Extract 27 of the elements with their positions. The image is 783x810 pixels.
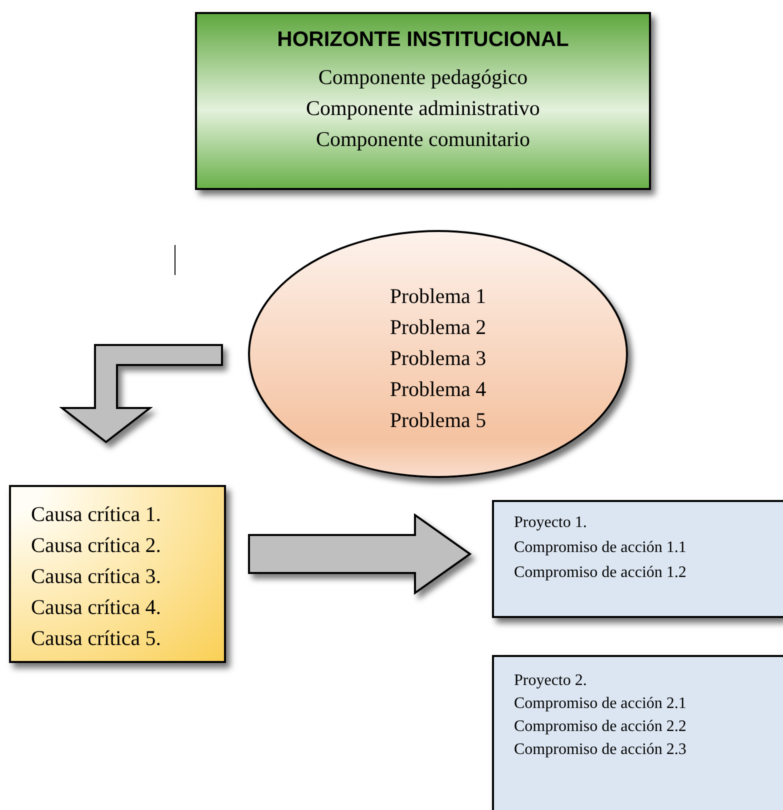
block-arrow	[59, 344, 223, 444]
item-text: Causa crítica 2.	[31, 532, 162, 559]
item-text: Compromiso de acción 2.2	[514, 717, 688, 737]
item-text: Problema 5	[390, 406, 486, 434]
block-arrow	[248, 513, 472, 595]
title-box	[195, 12, 651, 190]
heading: HORIZONTE INSTITUCIONAL	[277, 27, 569, 53]
item-text: Problema 1	[390, 282, 486, 310]
item-text: Compromiso de acción 2.1	[514, 694, 688, 714]
item-text: Componente administrativo	[306, 95, 540, 122]
item-text: Problema 3	[390, 344, 486, 372]
item-text: Causa crítica 4.	[31, 594, 162, 621]
item-text: Problema 4	[390, 376, 486, 402]
item-text: Causa crítica 5.	[31, 625, 162, 652]
item-text: Causa crítica 1.	[31, 501, 162, 528]
item-text: Compromiso de acción 1.2	[514, 563, 688, 583]
item-text: Problema 2	[390, 314, 486, 340]
item-text: Componente comunitario	[316, 126, 530, 153]
item-text: Compromiso de acción 2.3	[514, 740, 688, 760]
cause-box	[9, 485, 226, 663]
item-text: Causa crítica 3.	[31, 563, 162, 590]
item-text: Compromiso de acción 1.1	[514, 538, 688, 558]
project-box	[492, 655, 783, 810]
item-text: Componente pedagógico	[318, 64, 528, 91]
item-text: Proyecto 2.	[514, 671, 588, 691]
project-box	[492, 500, 783, 618]
item-text: Proyecto 1.	[514, 513, 588, 533]
